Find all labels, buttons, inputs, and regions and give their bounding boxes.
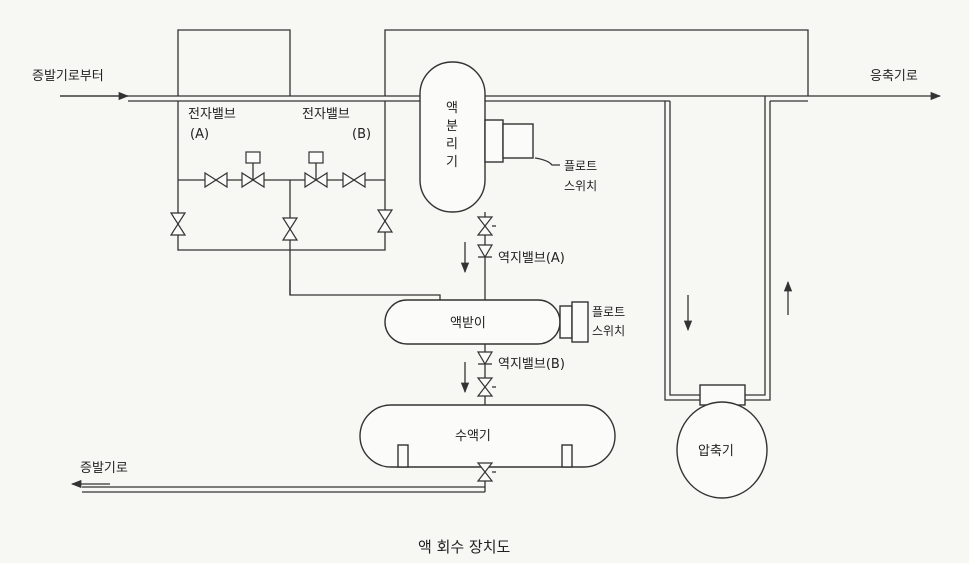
to-condenser-line	[485, 91, 942, 102]
solenoid-valve-a	[241, 151, 265, 189]
suction-line	[60, 91, 420, 102]
valve-h1	[204, 171, 228, 189]
label-check-valve-a: 역지밸브(A)	[498, 251, 565, 266]
label-to-evaporator: 증발기로	[80, 461, 128, 476]
separator-drain	[460, 212, 496, 318]
label-liquid-receiver: 수액기	[455, 429, 491, 444]
diagram-caption: 액 회수 장치도	[418, 538, 511, 556]
compressor	[676, 384, 768, 499]
label-solenoid-a-1: 전자밸브	[188, 107, 236, 122]
valve-h2	[342, 171, 366, 189]
top-bypass-right	[384, 29, 809, 96]
label-to-condenser: 응축기로	[870, 69, 918, 84]
label-separator-1: 액	[446, 101, 458, 116]
to-evaporator-line	[70, 462, 496, 493]
valve-v3	[376, 209, 394, 233]
liquid-receiver-vessel	[359, 404, 616, 468]
label-compressor: 압축기	[698, 444, 734, 459]
label-check-valve-b: 역지밸브(B)	[498, 357, 565, 372]
label-solenoid-a-2: (A)	[190, 127, 209, 142]
label-separator-2: 분	[446, 119, 458, 134]
compressor-lines	[664, 96, 793, 401]
label-float-switch-1-l1: 플로트	[564, 159, 597, 173]
receiver-vessel	[384, 299, 589, 345]
top-bypass-left	[177, 29, 291, 96]
receiver-drain	[460, 344, 496, 410]
label-solenoid-b-2: (B)	[352, 127, 371, 142]
float-switch-1-leader	[534, 157, 560, 166]
liquid-separator	[419, 61, 534, 213]
label-float-switch-1-l2: 스위치	[564, 179, 597, 193]
valve-v2	[281, 217, 299, 241]
label-separator-3: 리	[446, 137, 458, 152]
solenoid-valve-b	[304, 151, 328, 189]
valve-v1	[169, 212, 187, 236]
label-float-switch-2-l1: 플로트	[592, 305, 625, 319]
label-solenoid-b-1: 전자밸브	[302, 107, 350, 122]
label-from-evaporator: 증발기로부터	[32, 69, 104, 84]
solenoid-valve-manifold	[177, 101, 441, 318]
label-receiver: 액받이	[450, 316, 486, 331]
label-separator-4: 기	[446, 155, 458, 170]
label-float-switch-2-l2: 스위치	[592, 324, 625, 338]
